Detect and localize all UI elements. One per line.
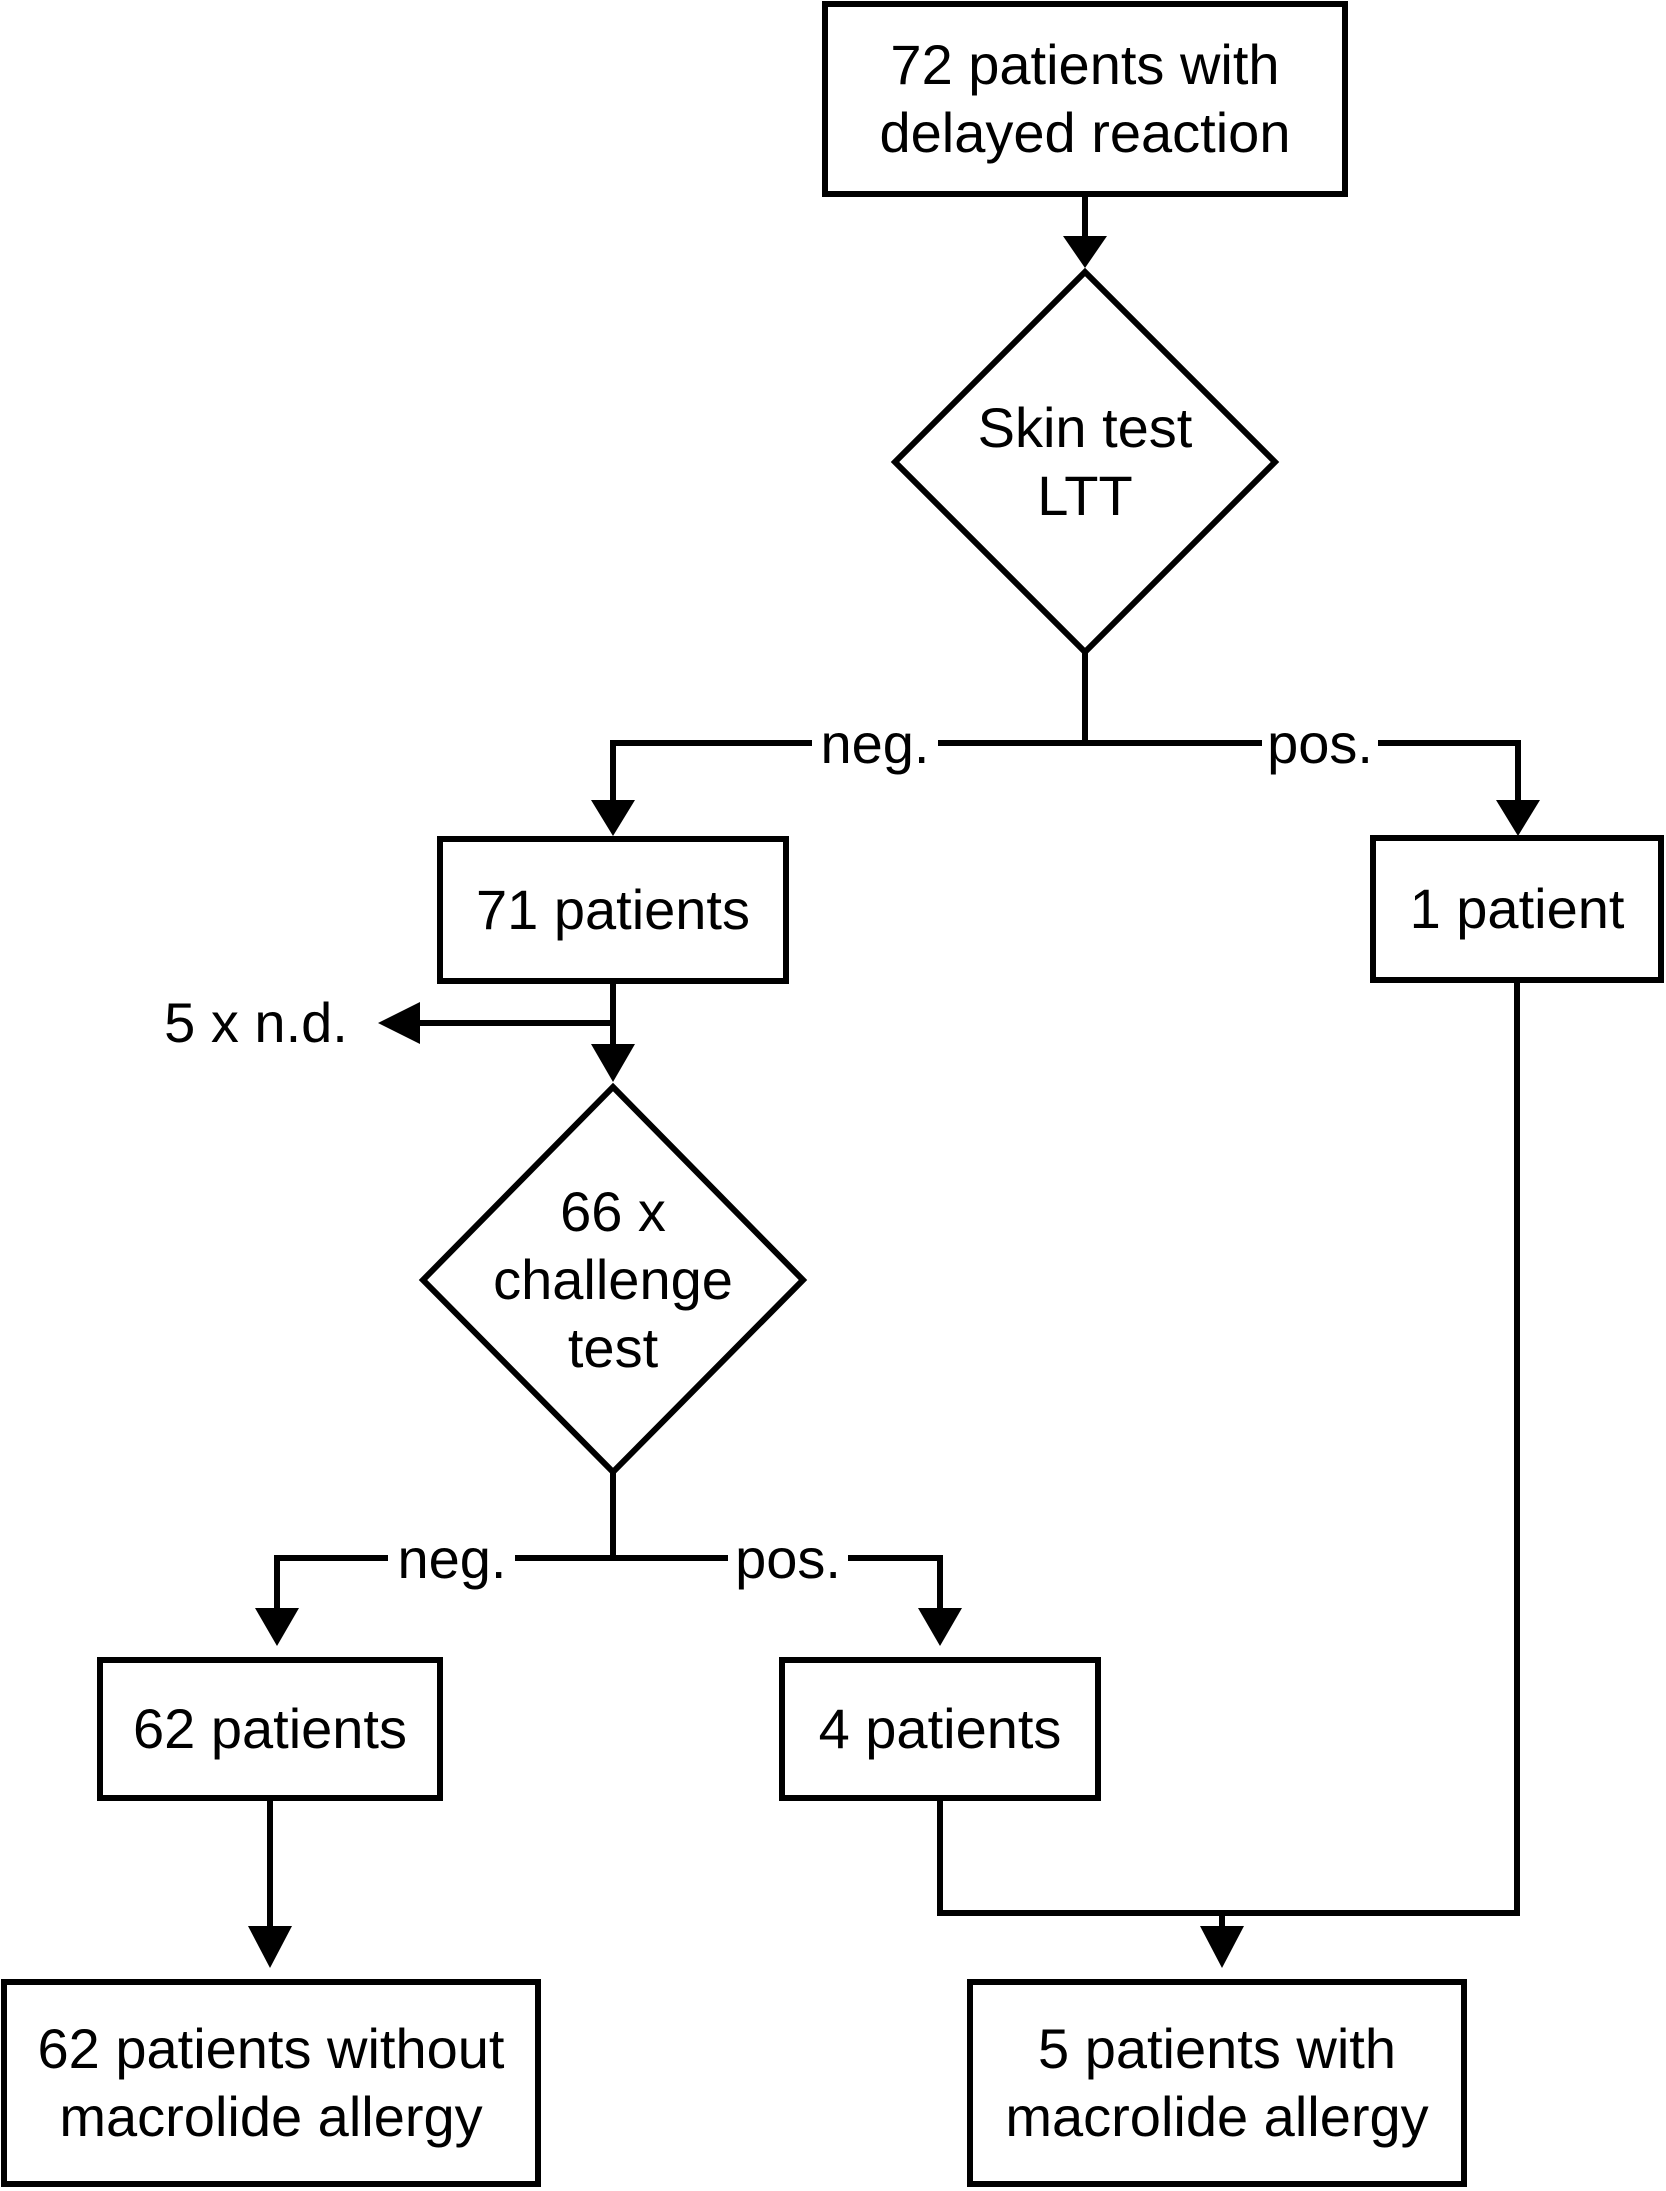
- node-72-patients-label-line2: delayed reaction: [880, 101, 1291, 164]
- node-challenge-test-diamond: 66 x challenge test: [418, 1082, 808, 1477]
- node-no-macrolide-allergy-label-line2: macrolide allergy: [59, 2085, 482, 2148]
- node-72-patients: 72 patients with delayed reaction: [822, 1, 1348, 197]
- node-skin-test-label-line2: LTT: [1037, 464, 1132, 527]
- node-62-patients: 62 patients: [97, 1657, 443, 1801]
- node-71-patients: 71 patients: [437, 836, 789, 984]
- node-challenge-test-label-line2: challenge: [493, 1248, 733, 1311]
- node-72-patients-box: [822, 1, 1348, 197]
- arrowhead-left-to-nd: [378, 1002, 420, 1044]
- node-4-patients-box: [779, 1657, 1101, 1801]
- node-72-patients-label-line1: 72 patients with: [890, 33, 1279, 96]
- node-challenge-test-diamond-shape: [418, 1082, 808, 1477]
- node-challenge-test-label-line3: test: [568, 1316, 659, 1379]
- node-macrolide-allergy-label-line2: macrolide allergy: [1005, 2085, 1428, 2148]
- node-skin-test-label-line1: Skin test: [978, 396, 1193, 459]
- arrowhead-down-to-4-patients: [918, 1608, 962, 1646]
- edge-label-challenge-neg: neg.: [398, 1527, 507, 1590]
- arrowhead-down-to-71-patients: [591, 800, 635, 836]
- node-62-patients-label: 62 patients: [133, 1697, 407, 1760]
- node-1-patient: 1 patient: [1370, 835, 1664, 983]
- edge-label-skin-neg: neg.: [821, 712, 930, 775]
- node-1-patient-box: [1370, 835, 1664, 983]
- node-71-patients-box: [437, 836, 789, 984]
- arrowhead-down-to-62-patients: [255, 1608, 299, 1646]
- node-skin-test-diamond: Skin test LTT: [890, 267, 1280, 657]
- arrowhead-down-to-skin-diamond: [1063, 236, 1107, 268]
- node-no-macrolide-allergy-label-line1: 62 patients without: [38, 2017, 505, 2080]
- edge-challenge-branch-line: [274, 1555, 943, 1610]
- arrowhead-down-to-1-patient: [1496, 800, 1540, 836]
- arrowhead-down-to-challenge-diamond: [591, 1044, 635, 1082]
- node-macrolide-allergy-box: [967, 1979, 1467, 2187]
- arrowhead-down-to-allergy: [1200, 1926, 1244, 1968]
- node-macrolide-allergy-label-line1: 5 patients with: [1038, 2017, 1396, 2080]
- node-challenge-test-label-line1: 66 x: [560, 1180, 666, 1243]
- node-no-macrolide-allergy-box: [1, 1979, 541, 2187]
- edge-label-challenge-pos: pos.: [735, 1527, 841, 1590]
- nd-dropout-label: 5 x n.d.: [164, 991, 348, 1054]
- arrowhead-down-to-no-allergy: [248, 1926, 292, 1968]
- node-71-patients-label: 71 patients: [476, 878, 750, 941]
- node-macrolide-allergy: 5 patients with macrolide allergy: [967, 1979, 1467, 2187]
- node-62-patients-box: [97, 1657, 443, 1801]
- node-skin-test-diamond-shape: [890, 267, 1280, 657]
- edge-merge-4-and-1-patient: [937, 980, 1520, 1916]
- edge-label-skin-pos: pos.: [1267, 712, 1373, 775]
- node-no-macrolide-allergy: 62 patients without macrolide allergy: [1, 1979, 541, 2187]
- node-4-patients: 4 patients: [779, 1657, 1101, 1801]
- edge-skin-branch-line: [610, 740, 1521, 802]
- node-1-patient-label: 1 patient: [1410, 877, 1625, 940]
- node-4-patients-label: 4 patients: [819, 1697, 1062, 1760]
